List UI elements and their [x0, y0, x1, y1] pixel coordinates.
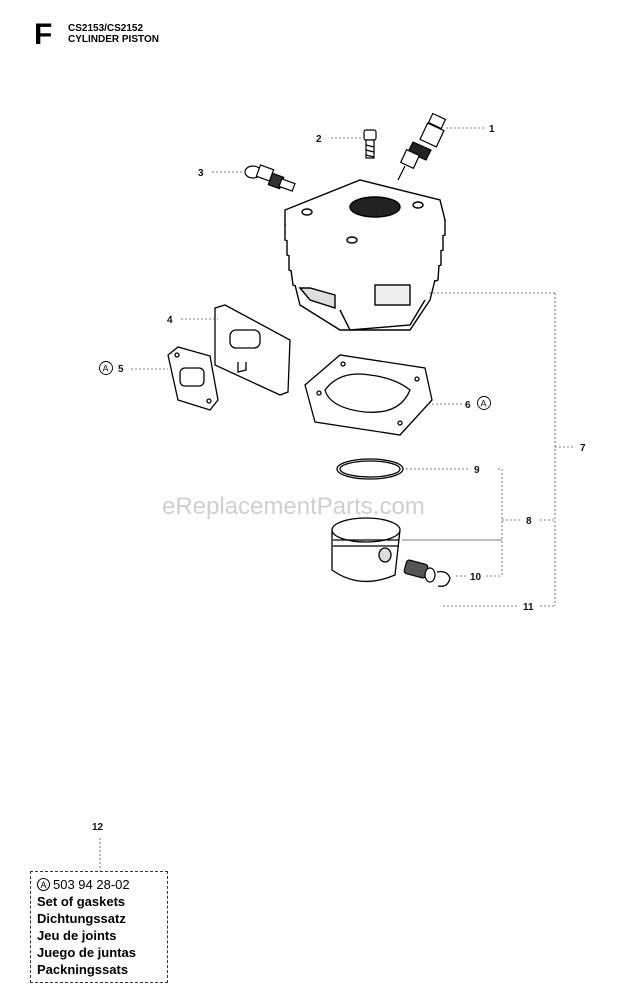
callout-2: 2 — [316, 134, 322, 145]
kit-name-en: Set of gaskets — [37, 894, 126, 909]
callout-5-marker: A — [103, 364, 109, 374]
intake-gasket[interactable] — [214, 304, 291, 396]
callout-11: 11 — [523, 602, 534, 613]
section-letter: F — [34, 18, 53, 51]
piston[interactable] — [331, 517, 401, 583]
callout-labels: 1 2 3 4 A 5 6 A 7 8 9 10 11 12 — [92, 124, 586, 833]
cylinder-screw[interactable] — [363, 129, 377, 159]
piston-ring[interactable] — [336, 458, 404, 480]
cylinder[interactable] — [284, 179, 446, 331]
diagram-header: CS2153/CS2152 CYLINDER PISTON — [68, 23, 159, 45]
marker-a-circle-6 — [477, 396, 491, 410]
kit-name-de: Dichtungssatz — [37, 911, 126, 926]
needle-bearing[interactable] — [403, 559, 436, 583]
circlip[interactable] — [436, 570, 451, 587]
kit-name-es: Juego de juntas — [37, 945, 136, 960]
gasket-kit-box: A 503 94 28-02 Set of gaskets Dichtungss… — [30, 871, 168, 983]
spark-plug[interactable] — [397, 112, 447, 181]
kit-marker: A — [37, 878, 50, 891]
callout-5: 5 — [118, 364, 124, 375]
callout-1: 1 — [489, 124, 495, 135]
kit-name-fr: Jeu de joints — [37, 928, 117, 943]
cylinder-flange-gasket[interactable] — [167, 346, 219, 411]
callout-7: 7 — [580, 443, 586, 454]
callout-10: 10 — [470, 572, 482, 583]
kit-name-sv: Packningssats — [37, 962, 129, 977]
watermark: eReplacementParts.com — [162, 493, 425, 520]
callout-8: 8 — [526, 516, 532, 527]
diagram-title: CYLINDER PISTON — [68, 34, 159, 45]
kit-part-number-row: A 503 94 28-02 — [37, 876, 161, 893]
callout-6: 6 — [465, 400, 471, 411]
callout-6-marker: A — [481, 399, 487, 409]
marker-a-circle-5 — [99, 361, 113, 375]
callout-12: 12 — [92, 822, 104, 833]
decompression-valve[interactable] — [244, 164, 296, 192]
leader-lines — [99, 127, 574, 871]
callout-4: 4 — [167, 315, 173, 326]
cylinder-base-gasket[interactable] — [304, 354, 433, 436]
callout-9: 9 — [474, 465, 480, 476]
callout-3: 3 — [198, 168, 204, 179]
model-line: CS2153/CS2152 — [68, 23, 144, 34]
kit-part-number: 503 94 28-02 — [53, 877, 130, 892]
